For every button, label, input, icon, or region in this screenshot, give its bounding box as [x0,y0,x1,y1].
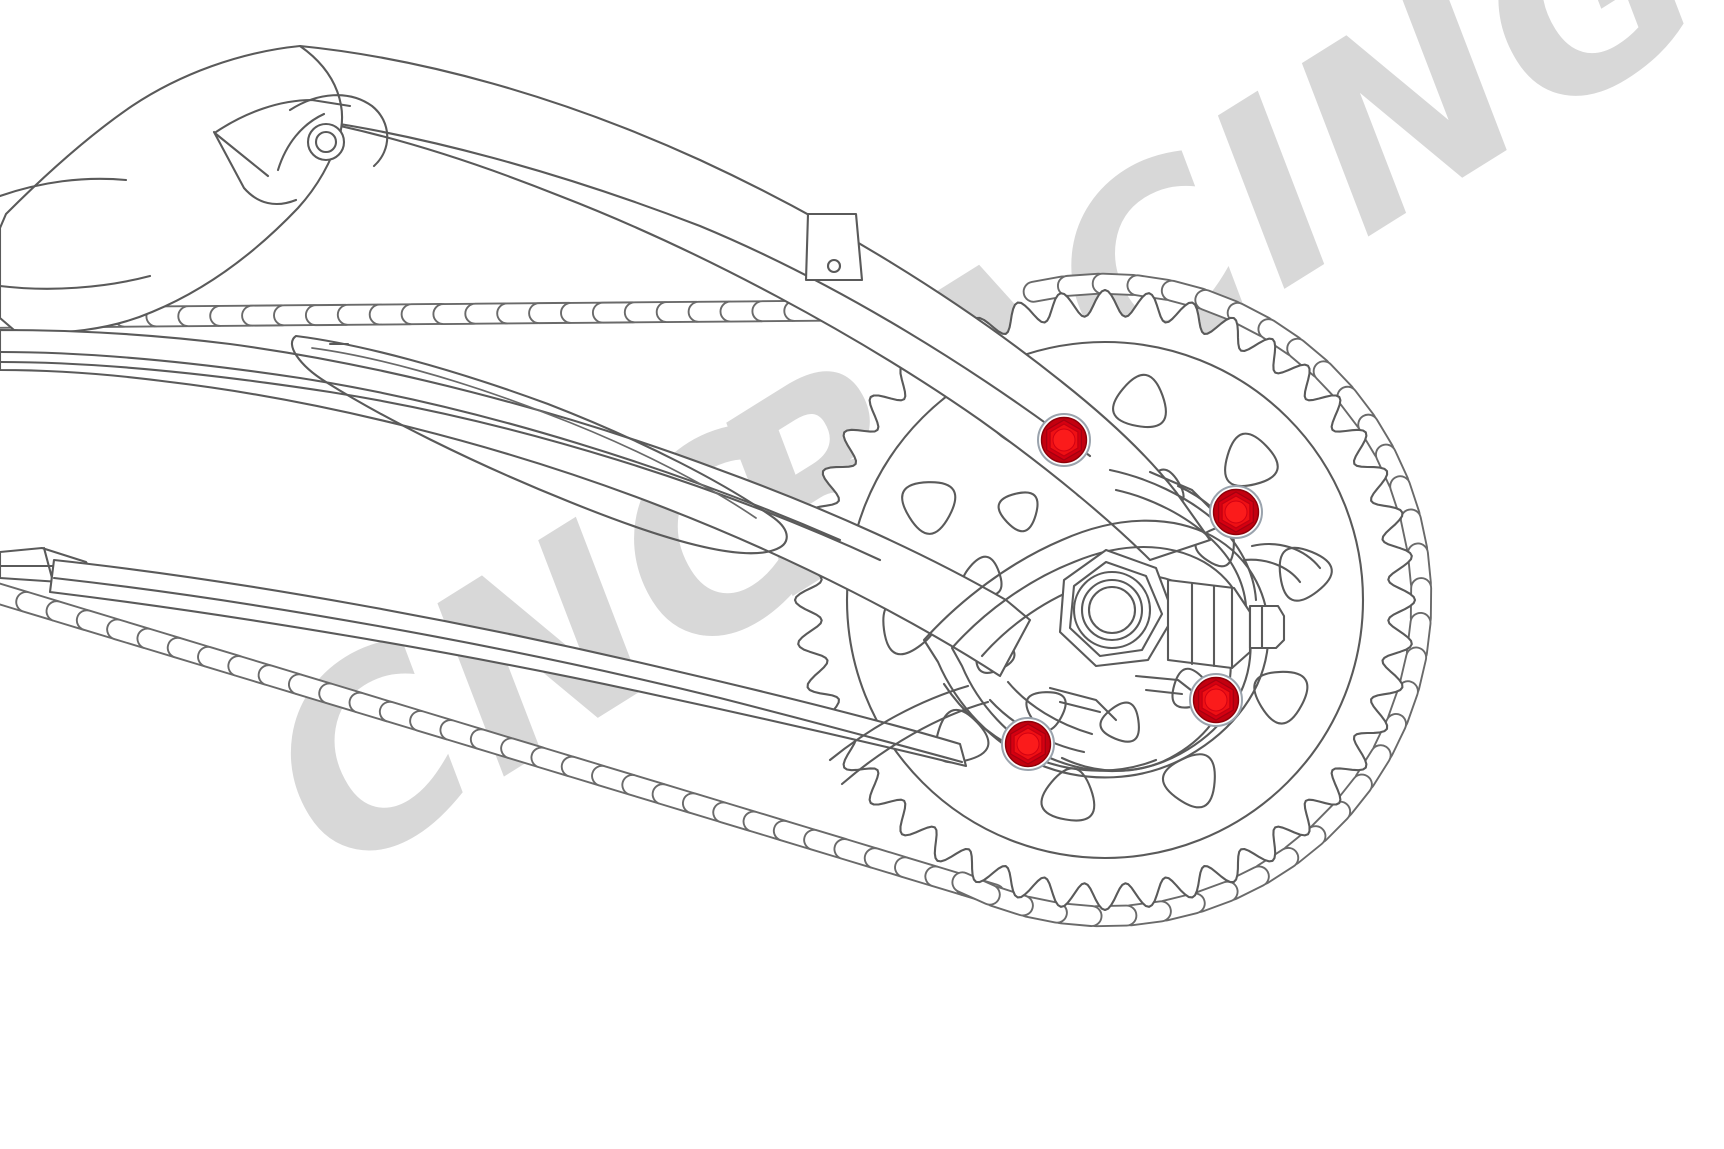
sprocket-hole [1278,546,1333,602]
nut-bottom-left [1001,717,1055,771]
sprocket-hole [1099,701,1140,743]
highlighted-sprocket-nuts [1001,413,1263,771]
swingarm [0,44,1322,786]
nut-core [1224,500,1248,524]
sprocket-hole [901,481,957,535]
sprocket-hole [997,491,1039,533]
nut-core [1016,732,1040,756]
sprocket-hole [1112,373,1167,428]
sprocket-hole [1224,432,1279,488]
nut-core [1204,688,1228,712]
sprocket-hole [1161,753,1216,809]
nut-top-right [1209,485,1263,539]
nut-core [1052,428,1076,452]
sprocket-hole [1253,670,1309,725]
chain-link [951,871,1001,906]
drive-chain [0,272,1433,928]
nut-top-left [1037,413,1091,467]
nut-bottom-right [1189,673,1243,727]
